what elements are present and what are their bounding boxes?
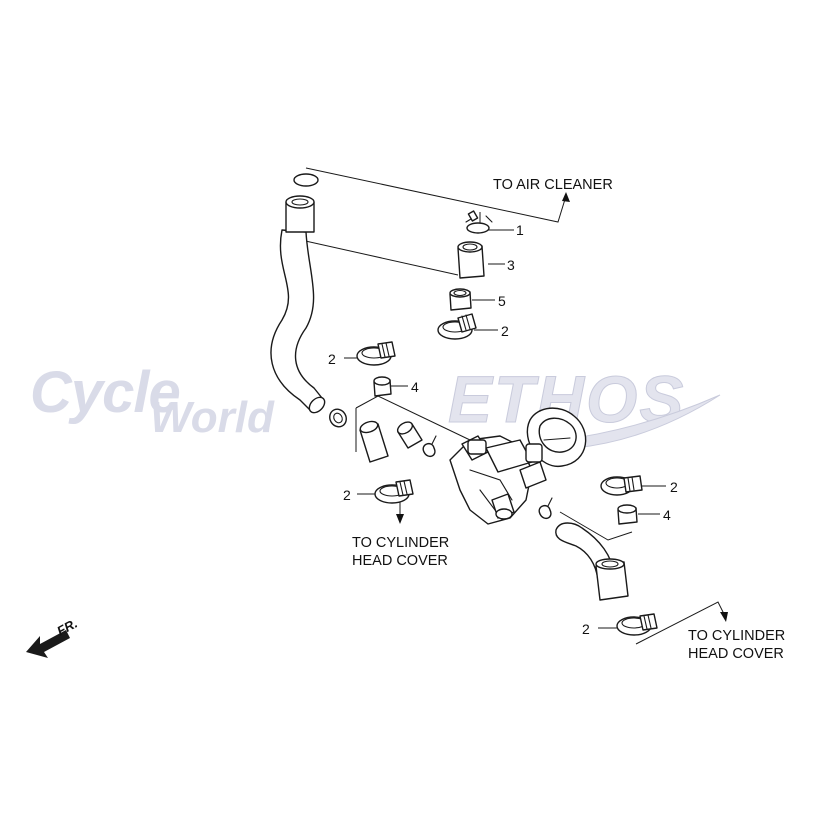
main-hose [270, 173, 326, 414]
watermark-ethos: ETHOS [448, 362, 721, 449]
watermark-cycle-world: Cycle World [30, 360, 275, 442]
callout-2-upper-left: 2 [328, 351, 336, 367]
callout-1: 1 [516, 222, 524, 238]
note-cyl-head-right-1: TO CYLINDER [688, 628, 785, 644]
part-2-clamp-upper-left [356, 341, 396, 366]
note-cyl-head-left-1: TO CYLINDER [352, 535, 449, 551]
part-2-clamp-right [600, 475, 643, 496]
watermark-swoosh [558, 394, 721, 449]
front-arrow-icon [26, 630, 70, 658]
callout-4-upper: 4 [411, 379, 419, 395]
destination-notes: TO AIR CLEANER TO CYLINDER HEAD COVER TO… [352, 177, 785, 662]
small-ring [329, 408, 347, 428]
part-3-tube [457, 241, 485, 279]
note-cyl-head-right-2: HEAD COVER [688, 646, 784, 662]
callout-2-right: 2 [670, 479, 678, 495]
bracket-ring [525, 407, 587, 467]
watermark-world: World [150, 393, 275, 442]
note-cyl-head-left-2: HEAD COVER [352, 553, 448, 569]
part-5-tube [449, 288, 472, 311]
part-2-clamp-upper-right [437, 313, 477, 340]
part-4-tube-right [617, 504, 638, 525]
watermark-cycle: Cycle [30, 360, 180, 425]
right-hose [555, 522, 629, 601]
front-direction-indicator: FR. [26, 616, 80, 658]
note-to-air-cleaner: TO AIR CLEANER [493, 177, 613, 193]
callout-2-upper-right: 2 [501, 323, 509, 339]
tube-left-lower [359, 420, 389, 463]
callout-2-bottom: 2 [582, 621, 590, 637]
part-2-clamp-bottom [616, 613, 658, 636]
part-2-clamp-lower-left [374, 479, 414, 504]
part-4-tube-upper [373, 376, 392, 397]
leader-lines [291, 167, 728, 645]
callouts: 1 3 5 2 2 4 2 2 4 2 [328, 222, 678, 637]
callout-4-right: 4 [663, 507, 671, 523]
part-1-clip [465, 210, 493, 234]
short-hose-mid [396, 421, 423, 449]
callout-5: 5 [498, 293, 506, 309]
callout-2-lower-left: 2 [343, 487, 351, 503]
callout-3: 3 [507, 257, 515, 273]
air-injection-valve [422, 435, 553, 525]
